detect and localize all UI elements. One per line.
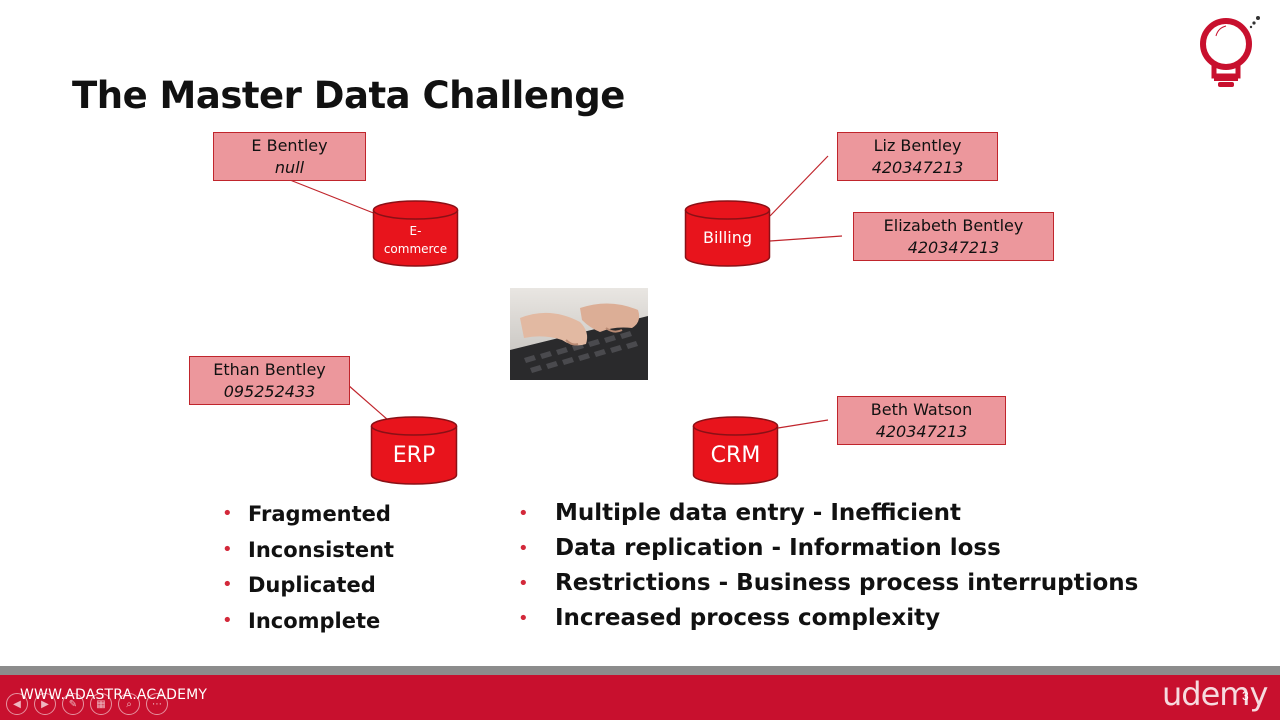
- prev-icon[interactable]: ◀: [6, 693, 28, 715]
- slide-title: The Master Data Challenge: [72, 74, 625, 117]
- list-item: •Multiple data entry - Inefficient: [518, 500, 962, 526]
- slides-icon[interactable]: ▦: [90, 693, 112, 715]
- ecommerce-database-icon: E- commerce: [372, 200, 459, 268]
- record-name: Liz Bentley: [873, 136, 962, 155]
- footer-bar: WWW.ADASTRA.ACADEMY udemy 3: [0, 675, 1280, 720]
- crm-record-card: Beth Watson 420347213: [837, 396, 1006, 445]
- right-bullet-list: •Multiple data entry - Inefficient •Data…: [516, 498, 1138, 638]
- record-value: 420347213: [871, 158, 964, 177]
- zoom-icon[interactable]: ⌕: [118, 693, 140, 715]
- left-bullet-list: •Fragmented •Inconsistent •Duplicated •I…: [220, 500, 394, 642]
- database-label: CRM: [710, 443, 761, 468]
- slide-player-controls: ◀ ▶ ✎ ▦ ⌕ ⋯: [6, 693, 168, 715]
- record-name: Elizabeth Bentley: [883, 216, 1024, 235]
- record-value: 095252433: [223, 382, 316, 401]
- record-value: 420347213: [907, 238, 1000, 257]
- record-name: E Bentley: [251, 136, 328, 155]
- billing-database-icon: Billing: [684, 200, 771, 268]
- ecommerce-record-card: E Bentley null: [213, 132, 366, 181]
- erp-record-card: Ethan Bentley 095252433: [189, 356, 350, 405]
- billing-record-card-2: Elizabeth Bentley 420347213: [853, 212, 1054, 261]
- record-value: null: [274, 158, 305, 177]
- list-item: •Incomplete: [222, 608, 381, 633]
- billing-record-card-1: Liz Bentley 420347213: [837, 132, 998, 181]
- footer-divider: [0, 666, 1280, 675]
- list-item: •Restrictions - Business process interru…: [518, 570, 1139, 596]
- lightbulb-icon: [1196, 12, 1268, 92]
- crm-database-icon: CRM: [692, 416, 779, 486]
- database-label: ERP: [392, 443, 436, 468]
- udemy-watermark: udemy: [1162, 675, 1268, 713]
- database-label: Billing: [702, 228, 753, 247]
- record-name: Beth Watson: [870, 400, 973, 419]
- more-icon[interactable]: ⋯: [146, 693, 168, 715]
- record-name: Ethan Bentley: [213, 360, 326, 379]
- keyboard-typing-image: [510, 288, 648, 380]
- record-value: 420347213: [875, 422, 968, 441]
- database-label-line2: commerce: [383, 242, 448, 256]
- erp-database-icon: ERP: [370, 416, 458, 486]
- next-icon[interactable]: ▶: [34, 693, 56, 715]
- pen-icon[interactable]: ✎: [62, 693, 84, 715]
- list-item: •Data replication - Information loss: [518, 535, 1001, 561]
- page-number: 3: [1242, 689, 1249, 703]
- list-item: •Increased process complexity: [518, 605, 941, 631]
- list-item: •Inconsistent: [222, 537, 395, 562]
- list-item: •Duplicated: [222, 573, 376, 597]
- list-item: •Fragmented: [222, 502, 391, 526]
- database-label-line1: E-: [409, 224, 422, 238]
